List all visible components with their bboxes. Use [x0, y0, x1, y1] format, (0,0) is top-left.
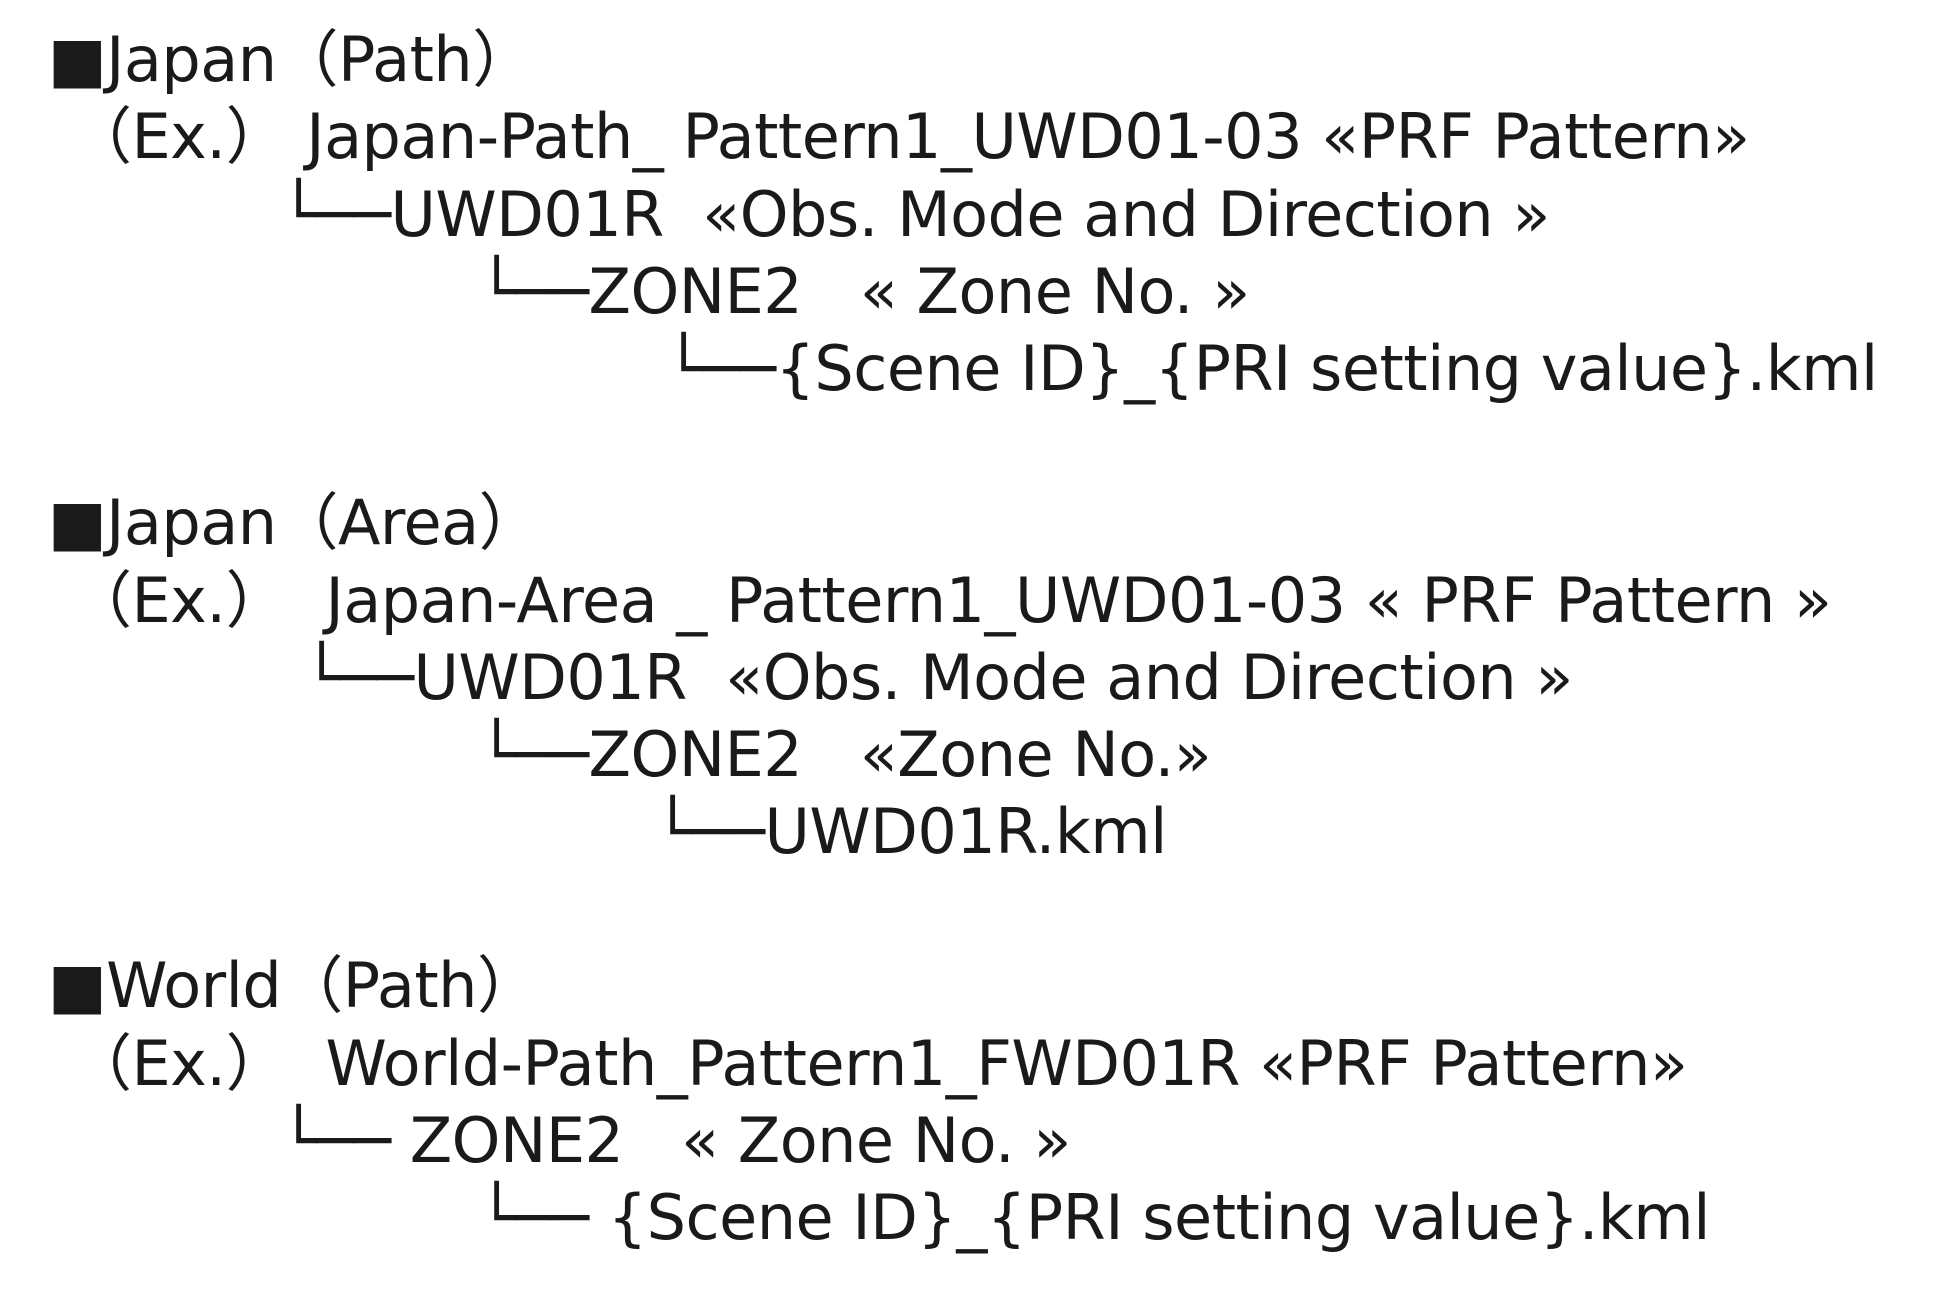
tree-node-level2: └── {Scene ID}_{PRI setting value}.kml: [478, 1181, 1710, 1254]
section-heading-world-path: ■World（Path）: [48, 949, 539, 1022]
tree-node-level2: └──ZONE2 «Zone No.»: [478, 718, 1212, 791]
section-heading-japan-path: ■Japan（Path）: [48, 23, 534, 96]
tree-node-level3: └──{Scene ID}_{PRI setting value}.kml: [665, 332, 1878, 405]
tree-node-level2: └──ZONE2 « Zone No. »: [478, 255, 1250, 328]
example-line-japan-area: （Ex.） Japan-Area _ Pattern1_UWD01-03 « P…: [70, 564, 1832, 637]
example-line-japan-path: （Ex.） Japan-Path_ Pattern1_UWD01-03 «PRF…: [70, 100, 1750, 173]
section-heading-japan-area: ■Japan（Area）: [48, 486, 541, 559]
tree-node-level1: └──UWD01R «Obs. Mode and Direction »: [280, 178, 1550, 251]
tree-node-level3: └──UWD01R.kml: [654, 795, 1167, 868]
example-line-world-path: （Ex.） World-Path_Pattern1_FWD01R «PRF Pa…: [70, 1027, 1688, 1100]
tree-node-level1: └──UWD01R «Obs. Mode and Direction »: [303, 641, 1573, 714]
tree-node-level1: └── ZONE2 « Zone No. »: [280, 1104, 1071, 1177]
